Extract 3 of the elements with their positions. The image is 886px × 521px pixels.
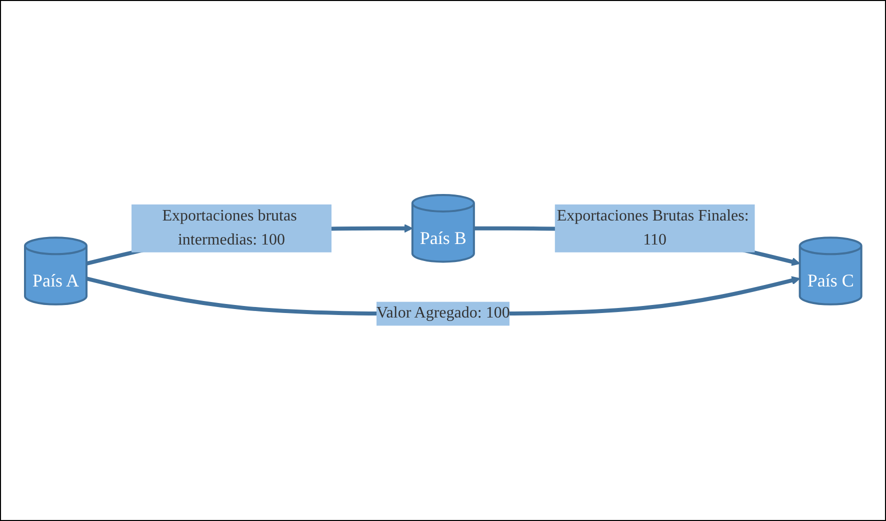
edge-label: Exportaciones brutas intermedias: 100	[162, 207, 297, 248]
edge-label: Valor Agregado: 100	[376, 304, 510, 322]
edge-label: Exportaciones Brutas Finales: 110	[556, 207, 749, 248]
